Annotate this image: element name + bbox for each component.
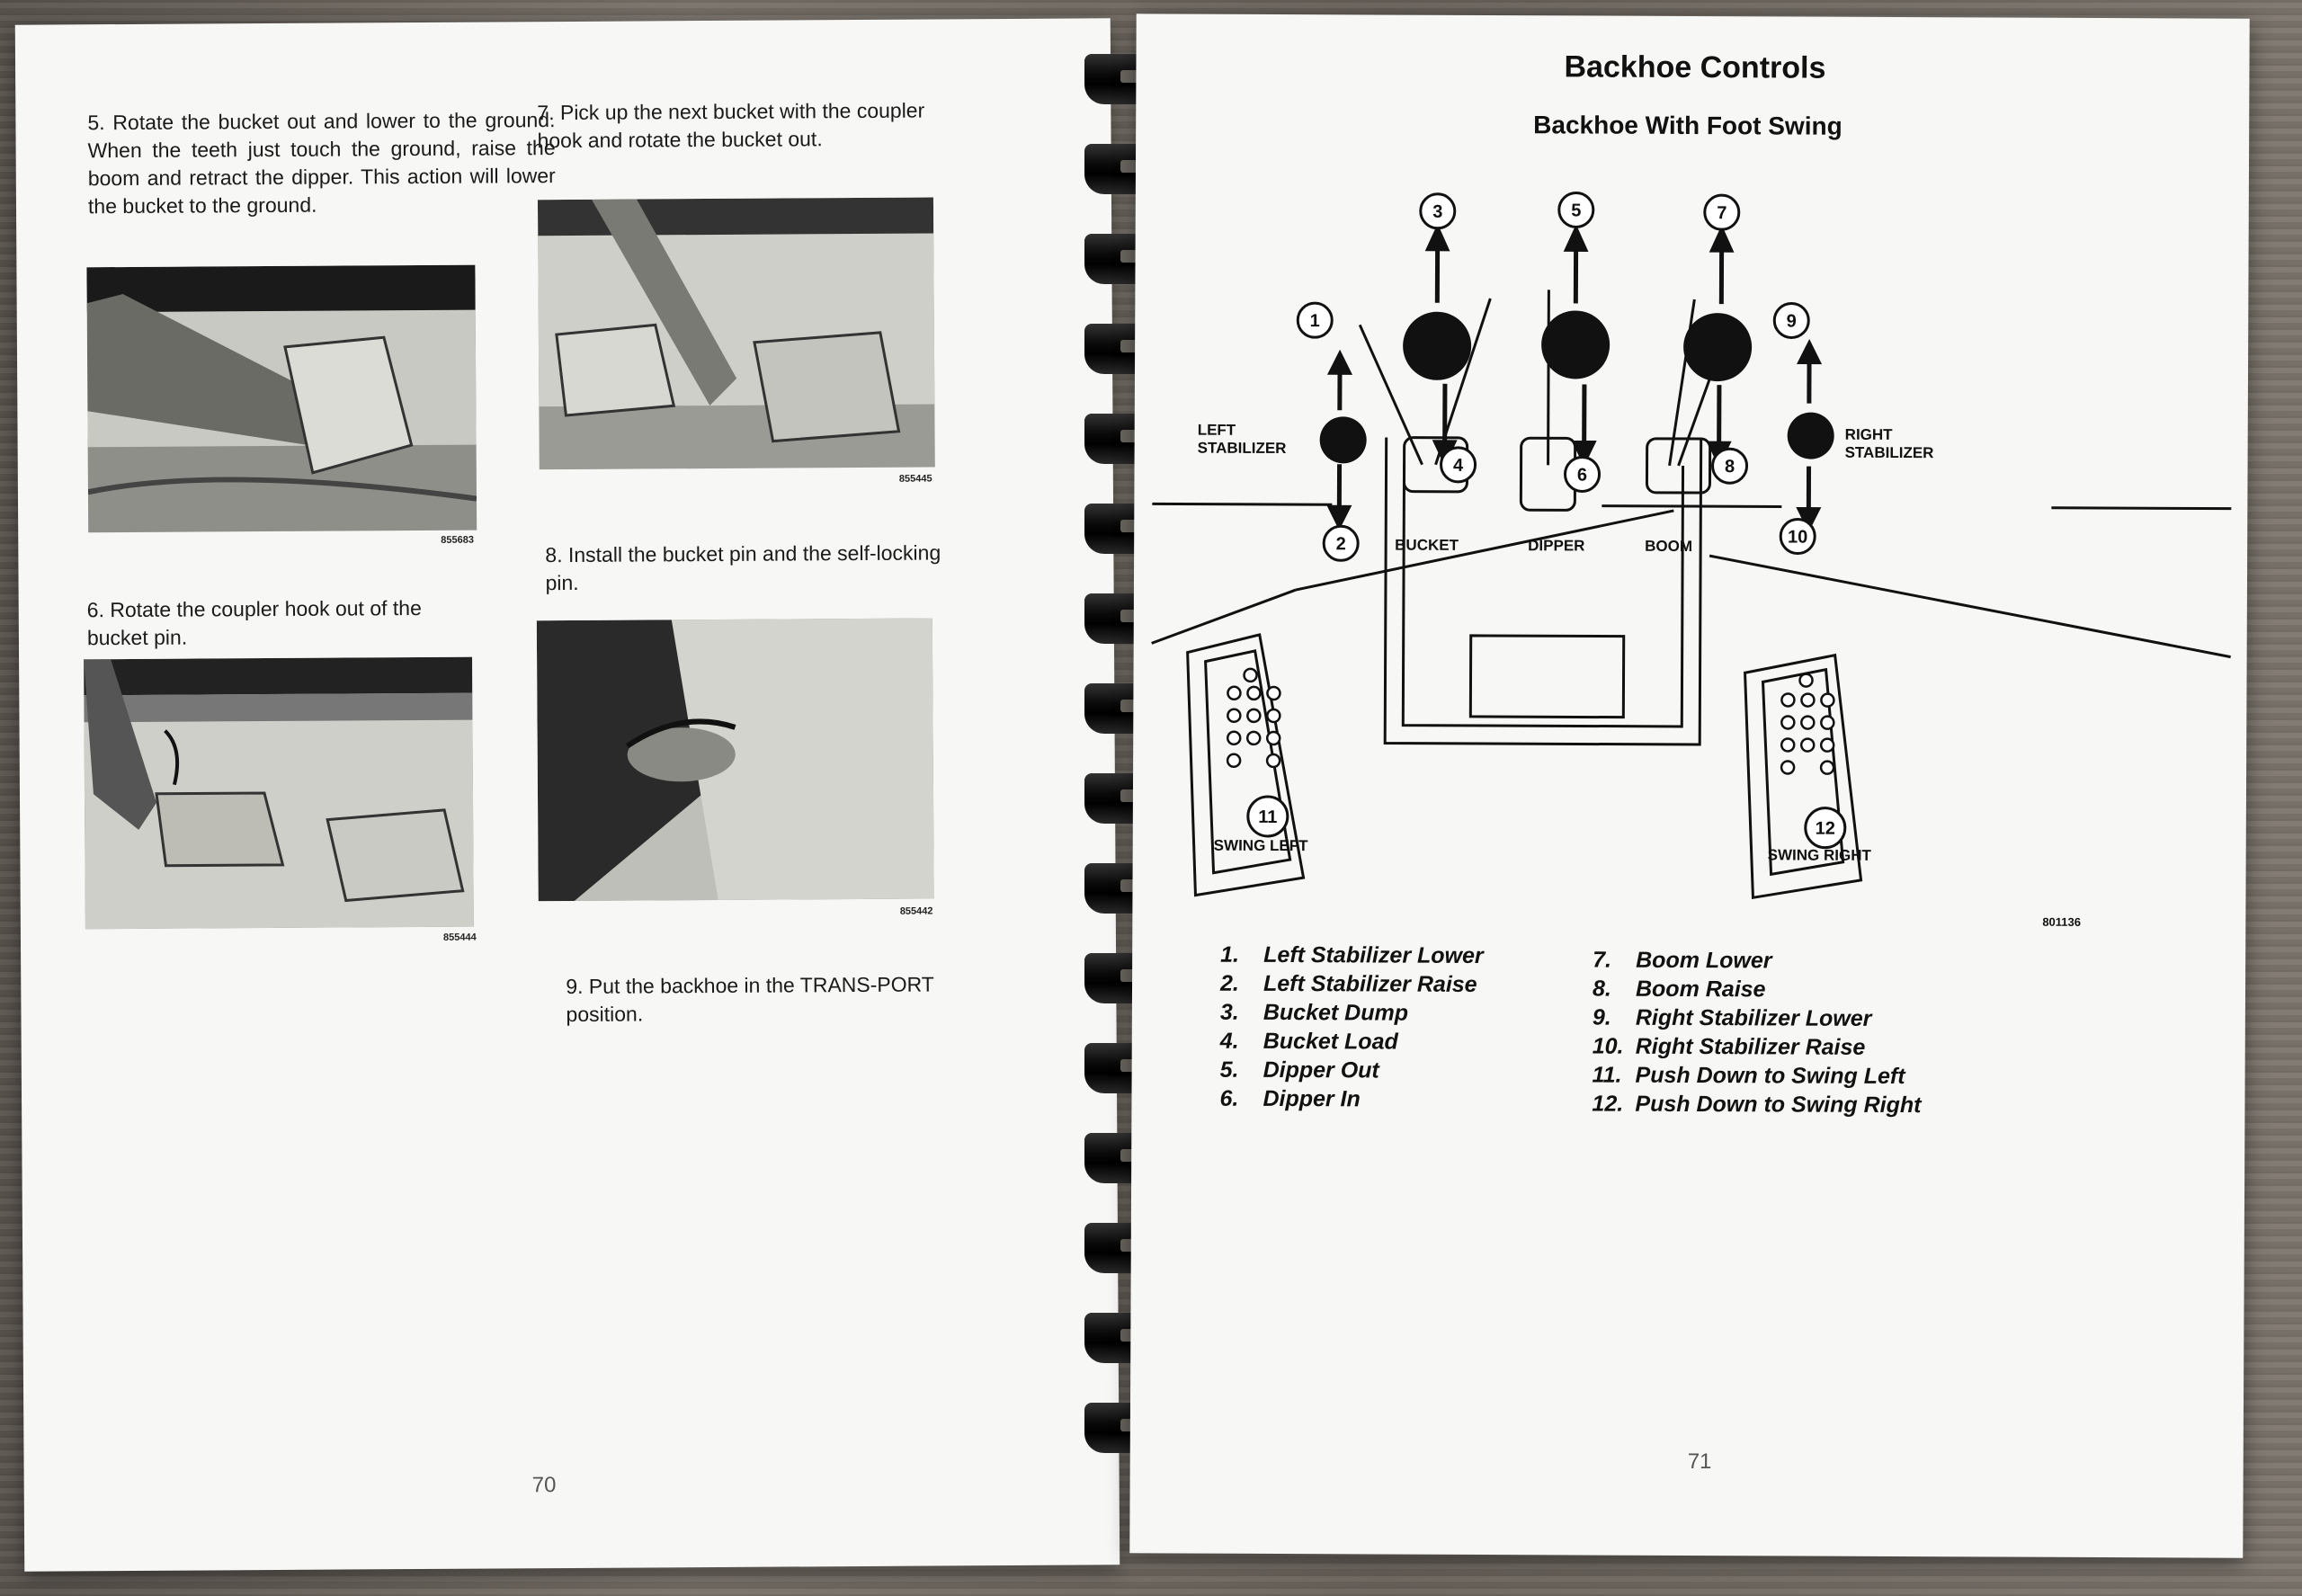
photo-coupler-hook-image: [84, 656, 474, 930]
legend-item: 7.Boom Lower: [1593, 947, 1772, 974]
legend-item: 9.Right Stabilizer Lower: [1592, 1004, 1872, 1031]
label-swing-left: SWING LEFT: [1214, 837, 1309, 854]
label-bucket: BUCKET: [1395, 537, 1459, 554]
legend-item: 4.Bucket Load: [1219, 1028, 1398, 1055]
legend-item: 8.Boom Raise: [1592, 976, 1766, 1003]
callout-5: 5: [1571, 201, 1581, 220]
label-left-stabilizer-2: STABILIZER: [1198, 440, 1287, 457]
photo4-code: 855442: [899, 905, 933, 917]
callout-12: 12: [1816, 819, 1835, 839]
legend-item: 5.Dipper Out: [1219, 1057, 1379, 1083]
diagram-code: 801136: [2042, 915, 2081, 929]
label-dipper: DIPPER: [1528, 537, 1584, 554]
step-6-text: 6. Rotate the coupler hook out of the bu…: [86, 595, 422, 650]
backhoe-controls-diagram: 1 2 3 4 5 6 7 8 9 10 11 12 LEFT STABILIZ…: [1151, 191, 2232, 929]
callout-1: 1: [1310, 311, 1320, 331]
step-5-text: 5. Rotate the bucket out and lower to th…: [87, 108, 556, 218]
legend-item: 11.Push Down to Swing Left: [1592, 1062, 1905, 1090]
callout-9: 9: [1787, 311, 1797, 331]
label-right-stabilizer-1: RIGHT: [1845, 426, 1894, 443]
photo2-code: 855444: [442, 932, 477, 943]
label-swing-right: SWING RIGHT: [1768, 846, 1872, 864]
photo1-code: 855683: [441, 534, 475, 546]
callout-2: 2: [1336, 534, 1346, 554]
callout-8: 8: [1725, 457, 1735, 477]
label-left-stabilizer-1: LEFT: [1198, 422, 1236, 439]
legend-left-column: 1.Left Stabilizer Lower 2.Left Stabilize…: [1219, 941, 1483, 1114]
callout-10: 10: [1788, 527, 1807, 547]
legend-right-column: 7.Boom Lower 8.Boom Raise 9.Right Stabil…: [1592, 946, 1922, 1120]
page-number-70: 70: [531, 1473, 557, 1498]
step-7-text: 7. Pick up the next bucket with the coup…: [537, 98, 925, 153]
step-8-text: 8. Install the bucket pin and the self-l…: [545, 540, 941, 595]
label-boom: BOOM: [1645, 538, 1692, 555]
diagram-subtitle: Backhoe With Foot Swing: [1533, 111, 1842, 140]
page-title: Backhoe Controls: [1564, 49, 1826, 85]
legend-item: 6.Dipper In: [1219, 1085, 1361, 1112]
callout-6: 6: [1577, 465, 1587, 485]
callout-11: 11: [1258, 807, 1277, 827]
right-page: Backhoe Controls Backhoe With Foot Swing: [1129, 13, 2250, 1558]
photo-next-bucket: [537, 197, 935, 470]
callout-4: 4: [1453, 456, 1464, 476]
photo-bucket-pin: [536, 618, 934, 902]
photo-bucket-lowered-image: [86, 264, 477, 533]
photo-bucket-pin-image: [536, 618, 934, 902]
legend-item: 12.Push Down to Swing Right: [1592, 1091, 1922, 1119]
photo3-code: 855445: [898, 473, 932, 485]
step-9-text: 9. Put the backhoe in the TRANS-PORT pos…: [566, 972, 934, 1027]
label-right-stabilizer-2: STABILIZER: [1845, 444, 1934, 461]
legend-item: 10.Right Stabilizer Raise: [1592, 1033, 1866, 1060]
photo-bucket-lowered: [86, 264, 477, 533]
photo-next-bucket-image: [537, 197, 935, 470]
legend-item: 3.Bucket Dump: [1219, 999, 1409, 1026]
legend-item: 2.Left Stabilizer Raise: [1219, 970, 1477, 997]
page-number-71: 71: [1687, 1449, 1712, 1475]
left-page: 5. Rotate the bucket out and lower to th…: [14, 18, 1120, 1572]
legend-item: 1.Left Stabilizer Lower: [1220, 941, 1484, 969]
photo-coupler-hook: [84, 656, 474, 930]
callout-7: 7: [1717, 203, 1726, 223]
callout-3: 3: [1432, 202, 1442, 222]
